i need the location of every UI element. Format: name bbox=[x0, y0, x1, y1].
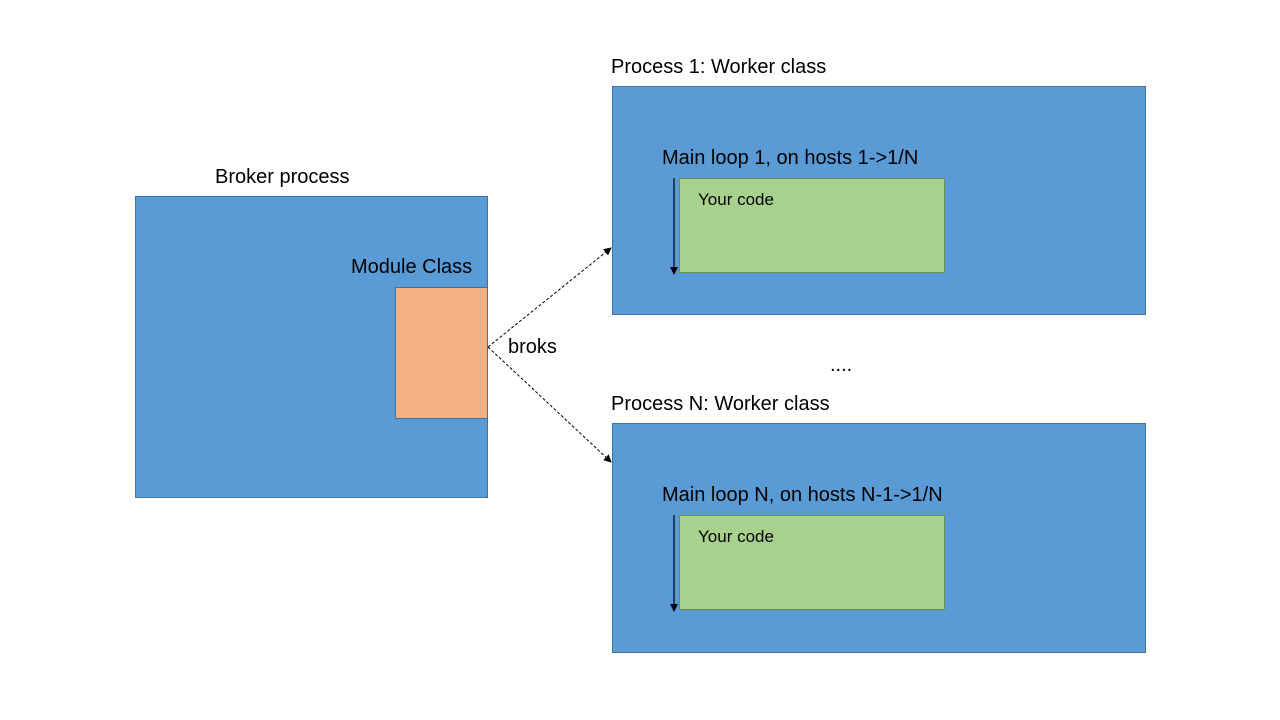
your-code-box-1 bbox=[679, 178, 945, 273]
module-class-label: Module Class bbox=[351, 256, 473, 278]
your-code-box-n bbox=[679, 515, 945, 610]
broks-arrow-to-process-n bbox=[487, 346, 612, 463]
main-loop-n-label: Main loop N, on hosts N-1->1/N bbox=[662, 484, 943, 506]
module-class-box bbox=[395, 287, 488, 419]
process-n-title: Process N: Worker class bbox=[611, 393, 830, 415]
broks-label: broks bbox=[508, 336, 557, 358]
process-1-title: Process 1: Worker class bbox=[611, 56, 827, 78]
broks-arrow-to-process-1 bbox=[487, 247, 612, 348]
ellipsis: .... bbox=[830, 354, 853, 376]
your-code-label-1: Your code bbox=[698, 190, 774, 209]
your-code-label-n: Your code bbox=[698, 527, 774, 546]
broker-process-title: Broker process bbox=[215, 166, 350, 188]
main-loop-1-label: Main loop 1, on hosts 1->1/N bbox=[662, 147, 919, 169]
